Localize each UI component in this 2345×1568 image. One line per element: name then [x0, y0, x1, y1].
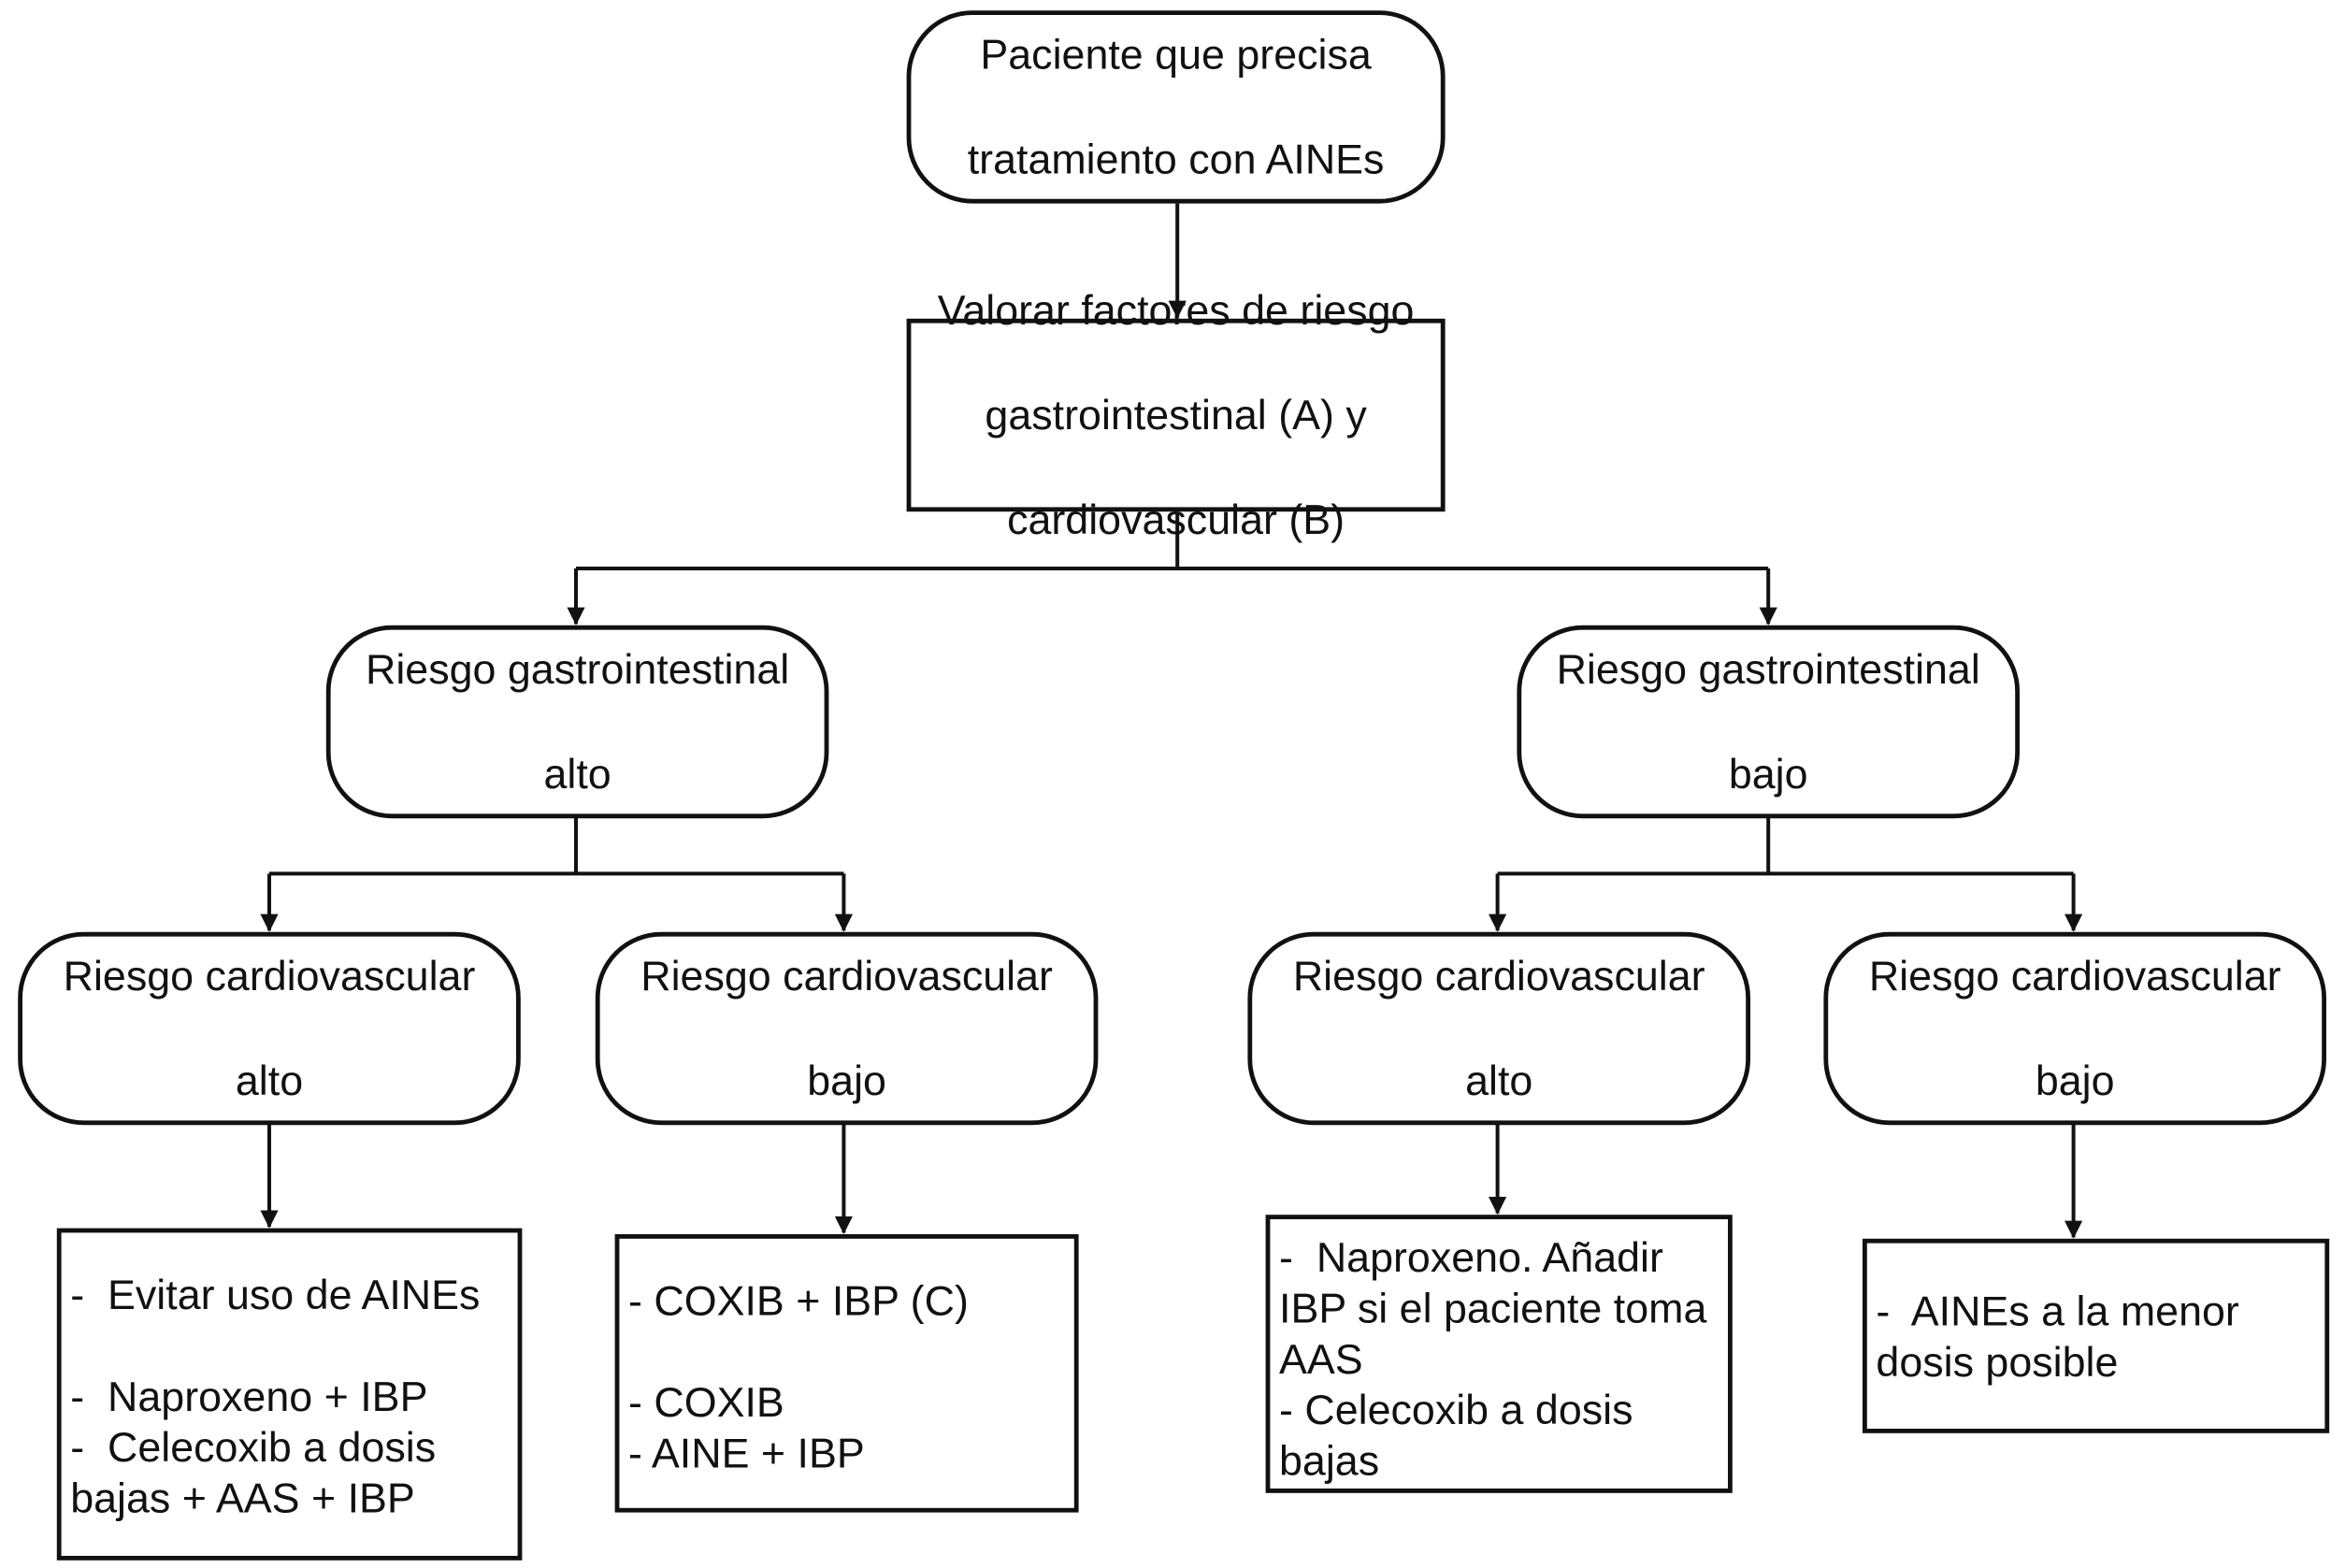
gi-low-cv-low-line-2: bajo [2035, 1057, 2115, 1104]
outcome-gi-high-cv-high-line-4: - Celecoxib a dosis [70, 1424, 437, 1471]
gi-low-cv-low-node: Riesgo cardiovascular bajo [1823, 931, 2326, 1126]
outcome-gi-high-cv-high-line-2 [70, 1321, 509, 1372]
gi-low-cv-high-node: Riesgo cardiovascular alto [1247, 931, 1750, 1126]
outcome-gi-high-cv-low-line-1: - COXIB + IBP (C) [628, 1277, 969, 1324]
outcome-gi-high-cv-high-line-1: - Evitar uso de AINEs [70, 1272, 481, 1318]
assess-risk-line-3: cardiovascular (B) [1007, 496, 1345, 543]
outcome-gi-high-cv-high-line-3: - Naproxeno + IBP [70, 1373, 428, 1420]
outcome-gi-high-cv-low-line-2 [628, 1327, 1065, 1377]
outcome-gi-low-cv-high-line-2: IBP si el paciente toma [1279, 1285, 1707, 1331]
gi-high-cv-low-line-2: bajo [807, 1057, 886, 1104]
outcome-gi-high-cv-low: - COXIB + IBP (C) - COXIB - AINE + IBP [614, 1234, 1079, 1513]
outcome-gi-low-cv-high-line-3: AAS [1279, 1335, 1363, 1383]
gi-high-cv-high-line-1: Riesgo cardiovascular [63, 953, 476, 1000]
outcome-gi-low-cv-low-line-1: - AINEs a la menor [1876, 1287, 2239, 1335]
outcome-gi-low-cv-high: - Naproxeno. Añadir IBP si el paciente t… [1265, 1215, 1733, 1493]
gi-low-cv-high-line-2: alto [1465, 1057, 1533, 1104]
gi-low-line-2: bajo [1728, 751, 1808, 798]
outcome-gi-low-cv-high-line-5: bajas [1279, 1437, 1380, 1485]
gi-low-cv-low-line-1: Riesgo cardiovascular [1868, 953, 2281, 1000]
gi-high-node: Riesgo gastrointestinal alto [325, 625, 829, 819]
outcome-gi-high-cv-low-line-3: - COXIB [628, 1379, 784, 1426]
outcome-gi-low-cv-low-line-2: dosis posible [1876, 1339, 2119, 1386]
gi-high-line-1: Riesgo gastrointestinal [365, 646, 790, 693]
assess-risk-line-2: gastrointestinal (A) y [985, 392, 1367, 439]
gi-high-cv-high-line-2: alto [235, 1057, 304, 1104]
outcome-gi-high-cv-high-line-5: bajas + AAS + IBP [70, 1474, 415, 1522]
outcome-gi-low-cv-high-line-1: - Naproxeno. Añadir [1279, 1234, 1663, 1281]
start-node: Paciente que precisa tratamiento con AIN… [906, 10, 1446, 204]
outcome-gi-high-cv-high: - Evitar uso de AINEs - Naproxeno + IBP … [56, 1228, 523, 1561]
gi-high-line-2: alto [543, 751, 611, 798]
assess-risk-line-1: Valorar factores de riesgo [937, 287, 1415, 334]
gi-low-cv-high-line-1: Riesgo cardiovascular [1292, 953, 1705, 1000]
gi-low-node: Riesgo gastrointestinal bajo [1517, 625, 2020, 819]
gi-high-cv-low-node: Riesgo cardiovascular bajo [595, 931, 1099, 1126]
start-node-line-2: tratamiento con AINEs [967, 136, 1385, 183]
assess-risk-node: Valorar factores de riesgo gastrointesti… [906, 287, 1446, 543]
outcome-gi-low-cv-low: - AINEs a la menor dosis posible [1863, 1238, 2330, 1433]
gi-high-cv-low-line-1: Riesgo cardiovascular [640, 953, 1053, 1000]
outcome-gi-high-cv-low-line-4: - AINE + IBP [628, 1430, 865, 1477]
gi-high-cv-high-node: Riesgo cardiovascular alto [18, 931, 521, 1126]
start-node-line-1: Paciente que precisa [980, 31, 1372, 79]
outcome-gi-low-cv-high-line-4: - Celecoxib a dosis [1279, 1387, 1633, 1433]
gi-low-line-1: Riesgo gastrointestinal [1556, 646, 1980, 693]
